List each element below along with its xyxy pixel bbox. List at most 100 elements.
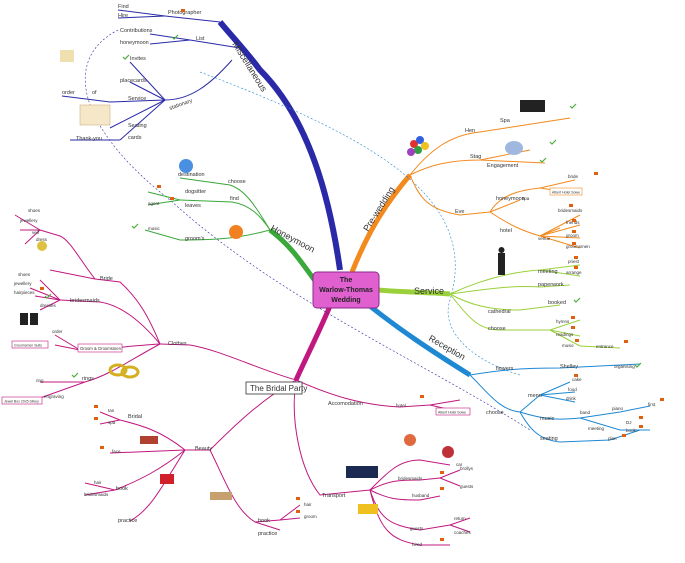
bridal-transport-bridesmaids: bridesmaids — [398, 476, 423, 481]
prewedding-groomsmen: groomsmen — [566, 244, 590, 249]
misc-seating: Seating — [128, 123, 147, 129]
reception-band: band — [580, 410, 591, 415]
bridal-hair: hair — [94, 480, 102, 485]
bridal-beauty: Beauty — [195, 446, 212, 452]
honeymoon-grooms: groom's — [185, 236, 205, 242]
reception-meeting: meeting — [588, 426, 605, 431]
bridal-accomodation: Accomodation — [328, 401, 363, 407]
globe-icon — [179, 159, 193, 173]
bridal-practice: practice — [118, 518, 137, 524]
makeup-icon — [140, 436, 158, 444]
prewedding-groom: groom — [566, 233, 579, 238]
service-readings: readings — [556, 332, 574, 337]
reception-food: food — [568, 387, 577, 392]
reception-drink: drink — [566, 396, 577, 401]
prewedding-hen: Hen — [465, 128, 475, 134]
misc-of: of — [92, 90, 97, 96]
bridal-grooms: Groom & Groomsmen — [80, 346, 122, 351]
tuxedo-icon — [20, 313, 38, 325]
bridal-hair2: hair — [304, 502, 312, 507]
bridal-branch-label: The Bridal Party — [250, 384, 307, 393]
scales-icon — [60, 50, 74, 62]
service-music: music — [562, 343, 575, 348]
prewedding-spa: Spa — [500, 118, 511, 124]
spa-icon — [520, 100, 545, 112]
service-entrance: entrance — [596, 344, 614, 349]
misc-placecards: placecards — [120, 78, 147, 84]
flag-icon — [40, 9, 664, 541]
reception-first: first — [648, 402, 656, 407]
car-icon — [346, 466, 378, 478]
reception-choose: choose — [486, 410, 504, 416]
bridal-car: car — [456, 462, 463, 467]
bridal-bride: Bride — [100, 276, 113, 282]
hairdryer-icon — [160, 474, 174, 484]
service-arrange: arrange — [566, 270, 582, 275]
bridal-bridesmaids: bridesmaids — [70, 298, 100, 304]
prewedding-spa2: spa — [522, 196, 530, 201]
service-hymns: hymns — [556, 319, 570, 324]
bridal-guests2: guests — [460, 484, 474, 489]
bridal-coaches: coaches — [454, 530, 472, 535]
prewedding-branch-label: Pre-wedding — [361, 185, 396, 233]
bridal-husband: husband — [412, 493, 430, 498]
reception-flowers: flowers — [496, 366, 514, 372]
balloons-icon — [407, 136, 429, 156]
reception-music: music — [540, 416, 555, 422]
central-title-line3: Wedding — [331, 297, 360, 304]
bridal-bridesmaids2: bridesmaids — [84, 492, 109, 497]
bridal-book2: book — [258, 518, 270, 524]
bridal-book: book — [116, 486, 128, 492]
bridal-hotel-box: Albert Hotel Sowe — [438, 411, 466, 415]
misc-list: List — [196, 36, 205, 42]
misc-photographer: Photographer — [168, 10, 201, 16]
stag-icon — [505, 141, 523, 155]
misc-branch-line — [217, 20, 343, 271]
bridal-face: face — [112, 449, 121, 454]
bridal-dresses: dresses — [40, 303, 57, 308]
bridal-tan: tan — [108, 408, 115, 413]
bridal-jewellery2: jewellery — [13, 281, 32, 286]
prewedding-friends: friends — [566, 220, 580, 225]
service-choose: choose — [488, 326, 506, 332]
reception-dj: DJ — [626, 420, 632, 425]
bridal-brollys: brollys — [460, 466, 474, 471]
bridal-engraving: engraving — [44, 394, 64, 399]
service-paperwork: paperwork — [538, 282, 564, 288]
bridal-return: return — [454, 516, 466, 521]
reception-seating: seating — [540, 436, 558, 442]
prewedding-venue: venue — [538, 236, 551, 241]
bridal-bridal: Bridal — [128, 414, 142, 420]
prewedding-branch-line — [349, 173, 412, 273]
check-icon — [44, 34, 642, 378]
misc-invites: Invites — [130, 56, 146, 62]
prewedding-eve: Eve — [455, 209, 464, 215]
priest-icon — [498, 253, 505, 275]
prewedding-engagement: Engagement — [487, 163, 519, 169]
bridal-shoes: shoes — [28, 208, 41, 213]
reception-book: book — [626, 428, 637, 433]
reception-piano: piano — [612, 406, 624, 411]
bridal-spa: spa — [108, 420, 116, 425]
reception-cake: cake — [572, 377, 582, 382]
misc-contributions: Contributions — [120, 28, 153, 34]
bridal-box1: Groomsmen Suits — [14, 344, 42, 348]
central-node — [312, 271, 380, 309]
bridal-jewellery: jewellery — [19, 218, 38, 223]
misc-cards: cards — [128, 135, 142, 141]
honeymoon-find: find — [230, 196, 239, 202]
bridal-box2: Jewel Box 20x5 Silvey — [4, 400, 39, 404]
bridal-veil: veil — [32, 230, 39, 235]
veil-icon — [37, 241, 47, 251]
service-cathedral: cathedral — [488, 309, 511, 315]
bridal-dress: dress — [36, 237, 48, 242]
reception-branch-line — [368, 304, 472, 378]
service-priest: priest — [568, 259, 580, 264]
bridal-ring: ring — [36, 378, 44, 383]
umbrella-icon — [404, 434, 416, 446]
prewedding-honeymoon: honeymoon — [496, 196, 525, 202]
bridal-branch-line — [293, 305, 333, 382]
service-booked: booked — [548, 300, 566, 306]
reception-shelley: Shelley — [560, 364, 578, 370]
